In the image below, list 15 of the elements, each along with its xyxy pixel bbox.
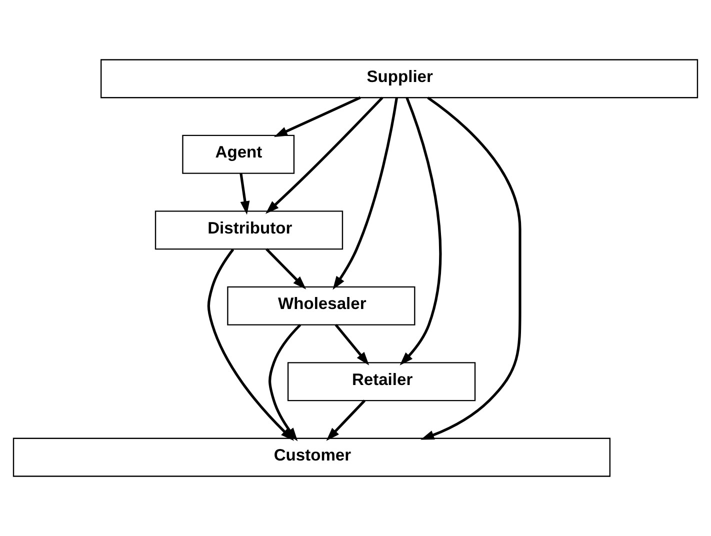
node-box: Wholesaler: [227, 286, 416, 326]
node-box: Agent: [182, 134, 295, 174]
arrow: [332, 98, 398, 290]
arrow: [400, 97, 442, 366]
arrow: [326, 400, 366, 441]
arrow: [266, 248, 306, 290]
arrow: [274, 96, 361, 137]
node-box: Retailer: [287, 362, 476, 402]
arrow: [266, 96, 384, 214]
arrow: [240, 173, 250, 215]
arrow: [334, 324, 370, 366]
node-box: Supplier: [100, 59, 698, 98]
arrow: [420, 96, 522, 440]
node-box: Distributor: [154, 210, 344, 250]
node-box: Customer: [12, 438, 610, 477]
